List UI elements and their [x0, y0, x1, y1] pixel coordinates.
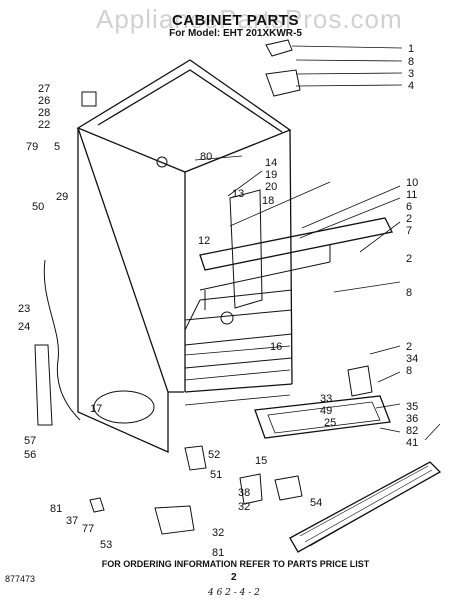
side-bracket — [34, 344, 53, 426]
part-callout-77: 77 — [82, 523, 94, 535]
leader-lines — [194, 45, 441, 441]
part-callout-34: 34 — [406, 353, 418, 365]
part-callout-11: 11 — [406, 189, 417, 201]
upper-rail — [199, 217, 393, 271]
part-callout-52: 52 — [208, 449, 220, 461]
part-callout-26: 26 — [38, 95, 50, 107]
part-callout-51: 51 — [210, 469, 222, 481]
part-callout-1: 1 — [408, 43, 414, 55]
part-callout-28: 28 — [38, 107, 50, 119]
document-number: 877473 — [5, 574, 36, 584]
shelf-lines — [184, 309, 293, 369]
cabinet-left-side — [77, 128, 169, 454]
cabinet-right-edge — [289, 129, 293, 385]
part-callout-32: 32 — [238, 501, 250, 513]
part-callout-49: 49 — [320, 405, 332, 417]
part-callout-27: 27 — [38, 83, 50, 95]
part-callout-22: 22 — [38, 119, 50, 131]
part-callout-81: 81 — [50, 503, 62, 515]
part-callout-12: 12 — [198, 235, 210, 247]
part-callout-53: 53 — [100, 539, 112, 551]
part-callout-10: 10 — [406, 177, 418, 189]
wire-harness — [43, 259, 81, 421]
handwritten-note: 4 6 2 - 4 - 2 — [208, 588, 260, 598]
part-callout-38: 38 — [238, 487, 250, 499]
bottom-hinge — [154, 505, 195, 535]
center-bracket — [229, 189, 263, 309]
part-callout-8: 8 — [408, 56, 414, 68]
part-callout-50: 50 — [32, 201, 44, 213]
part-callout-19: 19 — [265, 169, 277, 181]
part-callout-8: 8 — [406, 365, 412, 377]
diagram-title: CABINET PARTS — [171, 12, 300, 29]
toe-grille — [289, 461, 442, 553]
part-callout-7: 7 — [406, 225, 412, 237]
part-callout-33: 33 — [320, 393, 332, 405]
ordering-footnote: FOR ORDERING INFORMATION REFER TO PARTS … — [101, 559, 370, 569]
part-callout-18: 18 — [262, 195, 274, 207]
part-callout-14: 14 — [265, 157, 277, 169]
part-callout-32: 32 — [212, 527, 224, 539]
part-callout-4: 4 — [408, 80, 414, 92]
part-callout-2: 2 — [406, 213, 412, 225]
part-callout-54: 54 — [310, 497, 322, 509]
top-hinge-cap — [265, 39, 293, 57]
part-callout-57: 57 — [24, 435, 36, 447]
label-sticker — [93, 390, 155, 424]
cabinet-front-face — [77, 127, 184, 393]
base-plate — [254, 395, 391, 439]
part-callout-41: 41 — [406, 437, 418, 449]
part-callout-17: 17 — [90, 403, 102, 415]
part-callout-82: 82 — [406, 425, 418, 437]
part-callout-35: 35 — [406, 401, 418, 413]
part-callout-13: 13 — [232, 188, 244, 200]
part-callout-3: 3 — [408, 68, 414, 80]
part-callout-2: 2 — [406, 253, 412, 265]
part-callout-81: 81 — [212, 547, 224, 559]
part-callout-37: 37 — [66, 515, 78, 527]
model-subtitle: For Model: EHT 201XKWR-5 — [169, 28, 302, 39]
part-callout-5: 5 — [54, 141, 60, 153]
part-callout-79: 79 — [26, 141, 38, 153]
cabinet-drawing — [34, 39, 442, 553]
watermark: AppliancePartsPros.com — [96, 4, 403, 34]
part-callout-23: 23 — [18, 303, 30, 315]
part-callout-80: 80 — [200, 151, 212, 163]
part-callout-36: 36 — [406, 413, 418, 425]
page-number: 2 — [231, 572, 237, 583]
part-callout-15: 15 — [255, 455, 267, 467]
part-callout-29: 29 — [56, 191, 68, 203]
part-callout-16: 16 — [270, 341, 282, 353]
top-hinge — [265, 69, 301, 97]
part-callout-56: 56 — [24, 449, 36, 461]
part-callout-8: 8 — [406, 287, 412, 299]
hinge-bracket — [239, 473, 263, 505]
part-callout-24: 24 — [18, 321, 30, 333]
part-callout-20: 20 — [265, 181, 277, 193]
part-callout-2: 2 — [406, 341, 412, 353]
part-callout-6: 6 — [406, 201, 412, 213]
part-callout-25: 25 — [324, 417, 336, 429]
